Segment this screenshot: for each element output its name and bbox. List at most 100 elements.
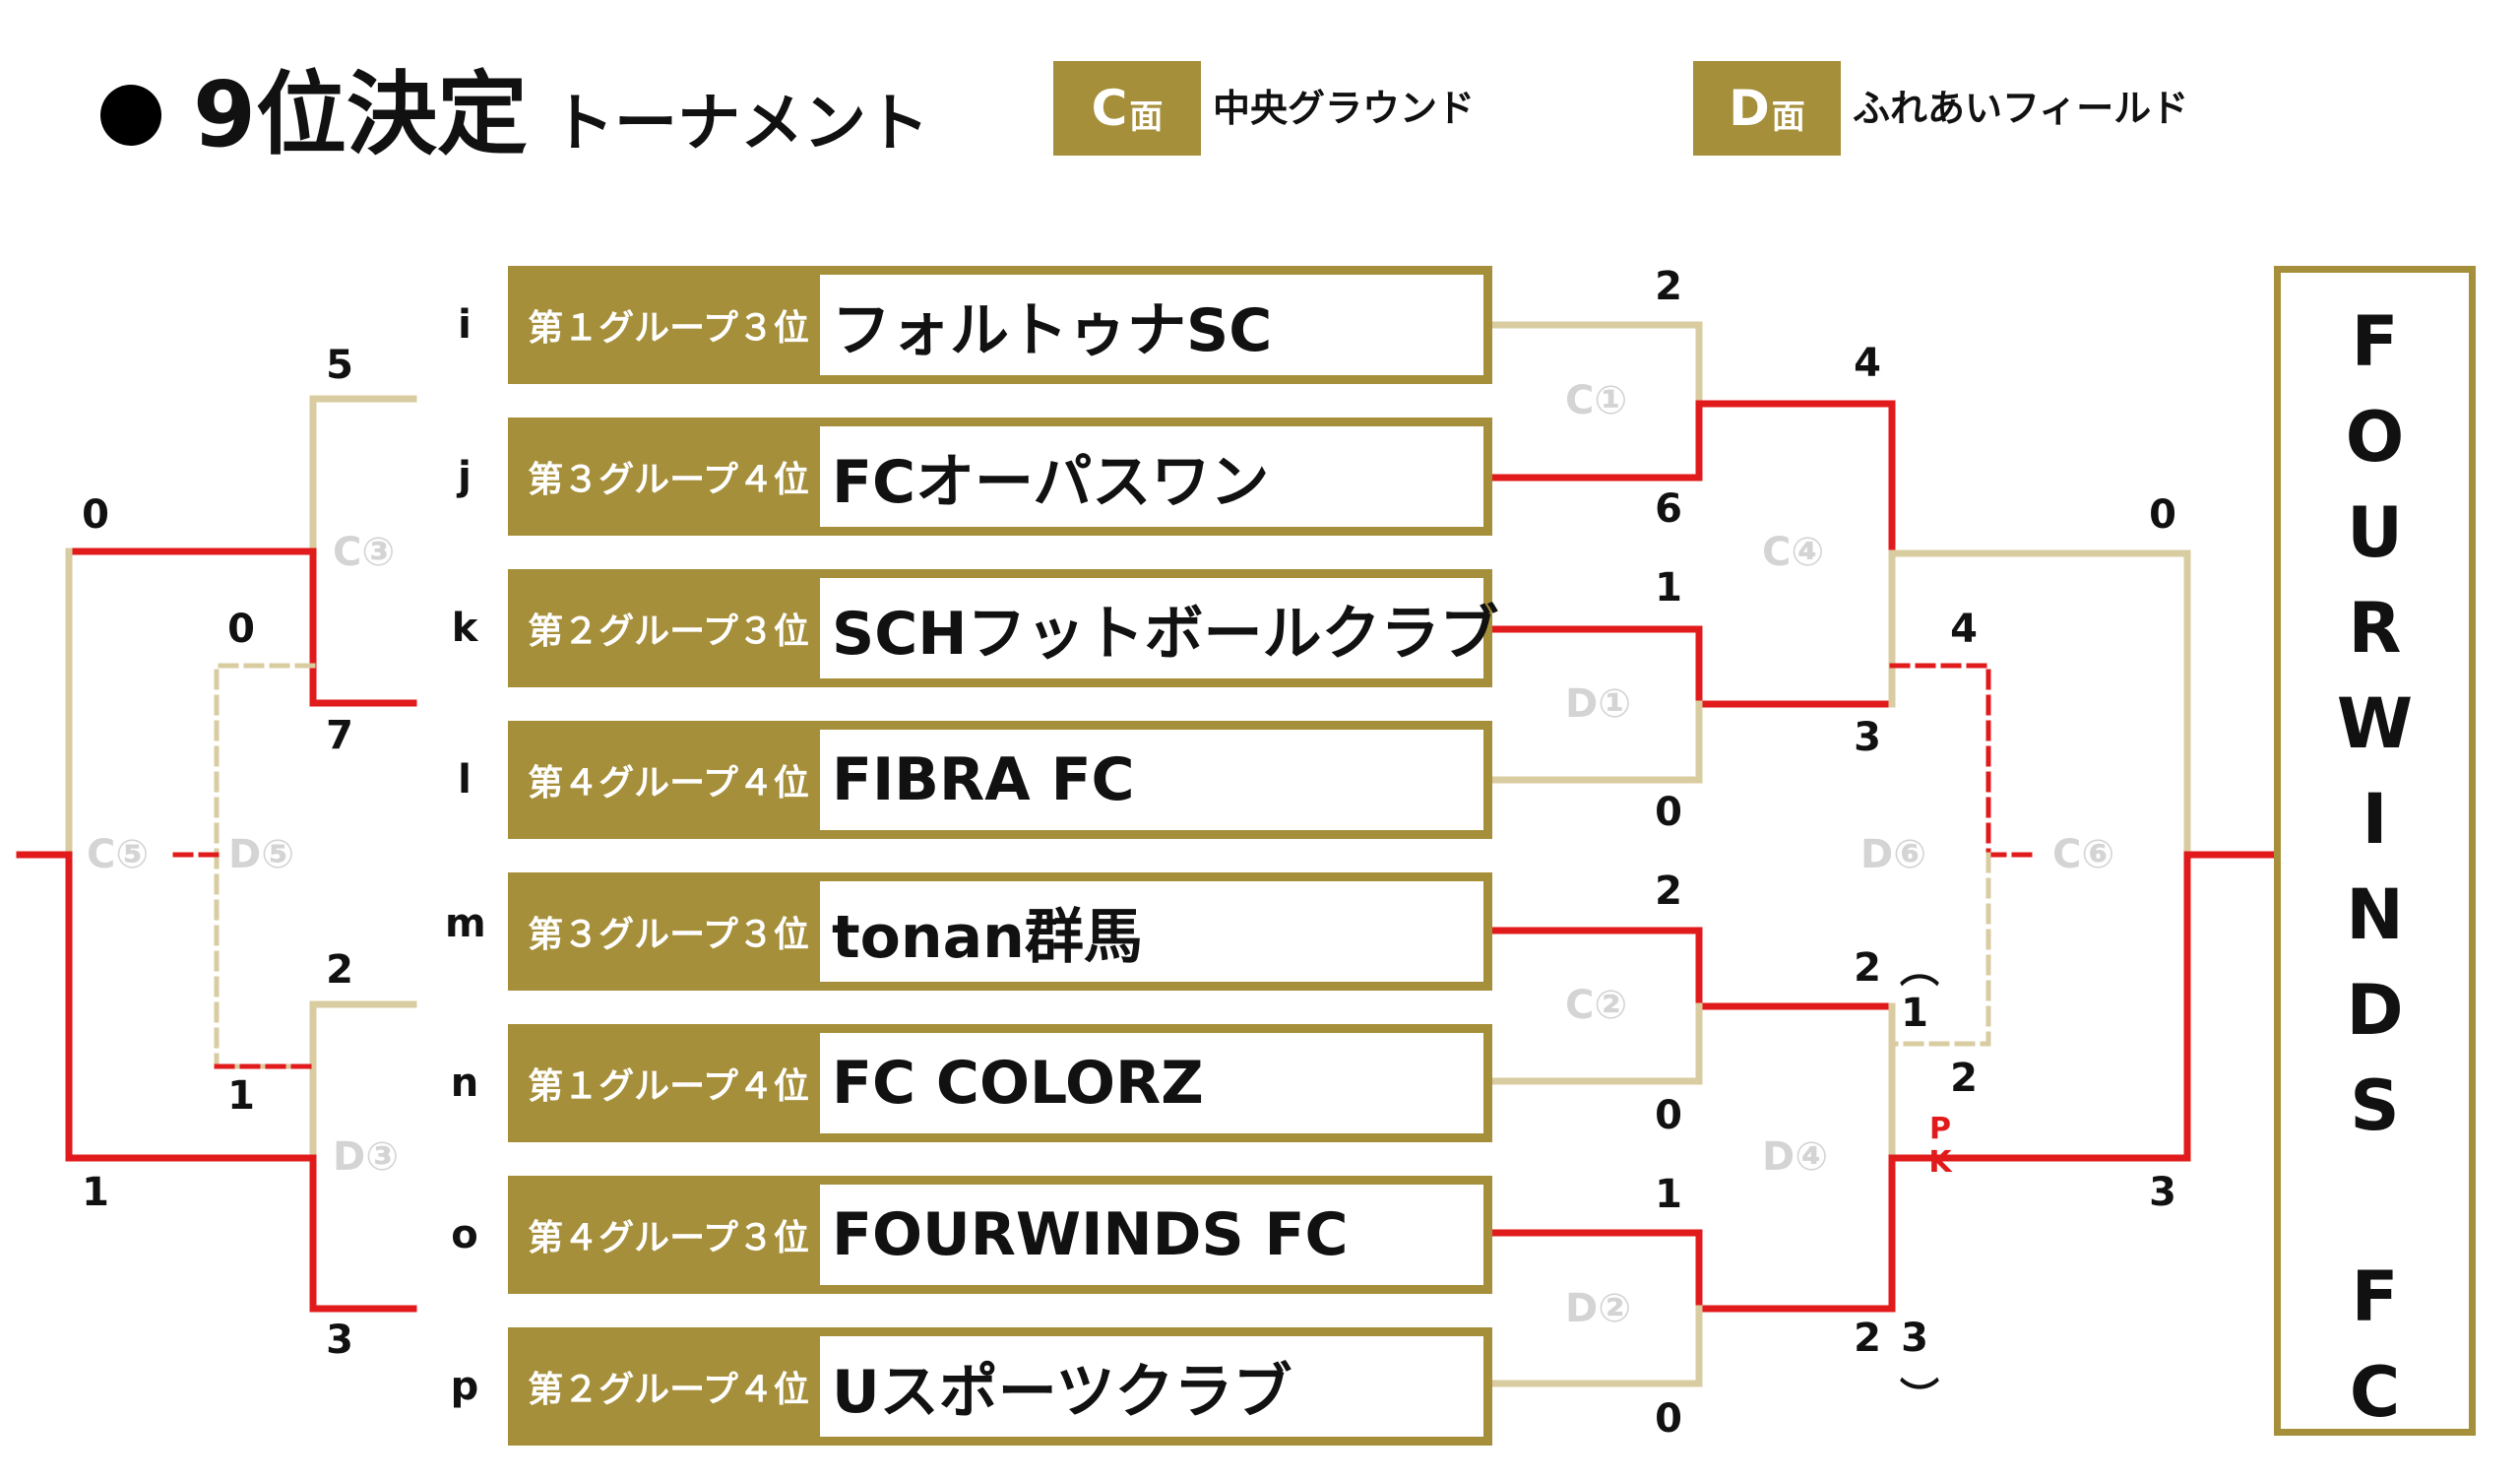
legend-c-suffix: 面 (1129, 97, 1164, 137)
winner-letter: N (2346, 874, 2404, 955)
court-label: C② (1565, 983, 1628, 1028)
court-label: C⑤ (87, 832, 150, 877)
winner-letter: F (2351, 301, 2399, 382)
team-name: FOURWINDS FC (832, 1200, 1349, 1269)
score: 2 (1655, 264, 1682, 309)
score: 2 (326, 947, 353, 993)
score: 3 (2149, 1170, 2176, 1215)
score: 0 (82, 492, 109, 538)
pk-mark: P (1929, 1112, 1951, 1146)
team-name: SCHフットボールクラブ (832, 599, 1499, 669)
team-rank: 第３グループ３位 (517, 881, 820, 982)
team-name: フォルトゥナSC (832, 295, 1273, 365)
court-label: D② (1565, 1286, 1632, 1331)
court-label: C① (1565, 378, 1628, 423)
pk-paren-close: ︶ (1900, 1376, 1939, 1421)
team-letter: l (458, 757, 472, 803)
team-rank: 第４グループ３位 (517, 1185, 820, 1285)
team-rank: 第４グループ４位 (517, 730, 820, 830)
bracket-line (65, 547, 417, 707)
pk-paren-open: ︶ (1900, 942, 1939, 988)
bracket-line (1889, 663, 1991, 858)
team-box: 第１グループ４位 FC COLORZ (508, 1024, 1492, 1142)
team-box: 第３グループ４位 FCオーパスワン (508, 418, 1492, 536)
bracket-line (309, 1000, 417, 1162)
score: 7 (326, 713, 353, 758)
team-box: 第３グループ３位 tonan群馬 (508, 872, 1492, 991)
team-rank: 第１グループ４位 (517, 1033, 820, 1133)
bracket-line (1488, 1229, 1896, 1313)
winner-letter: W (2336, 683, 2414, 764)
team-box: 第２グループ４位 Uスポーツクラブ (508, 1327, 1492, 1446)
team-name: FIBRA FC (832, 745, 1135, 814)
court-label: D④ (1762, 1134, 1829, 1180)
winner-letter: O (2345, 397, 2405, 478)
score: 1 (82, 1170, 109, 1215)
team-letter: p (450, 1364, 479, 1409)
score: 2 (1854, 945, 1881, 991)
bracket-line (1488, 1305, 1703, 1387)
court-label: D⑤ (228, 832, 295, 877)
court-label: D⑥ (1860, 832, 1927, 877)
team-letter: i (458, 302, 472, 348)
bracket-line (1888, 851, 2278, 1162)
bracket-line (1488, 1002, 1703, 1085)
team-letter: n (450, 1061, 479, 1106)
team-box: 第２グループ３位 SCHフットボールクラブ (508, 569, 1498, 687)
team-name: FC COLORZ (832, 1049, 1204, 1118)
score: 4 (1950, 607, 1978, 652)
legend-d-label: ふれあいフィールド (1853, 87, 2189, 130)
score: 1 (227, 1073, 255, 1119)
legend-c-label: 中央グラウンド (1213, 87, 1476, 130)
bracket-line (65, 1154, 417, 1313)
bracket-line (1889, 852, 1991, 1047)
winner-name: F O U R W I N D S F C (2281, 294, 2469, 1441)
court-label: D③ (333, 1134, 400, 1180)
team-rank: 第３グループ４位 (517, 426, 820, 527)
winner-letter: D (2346, 970, 2404, 1051)
score: 2 (1655, 869, 1682, 914)
team-box: 第４グループ４位 FIBRA FC (508, 721, 1492, 839)
page-title: 9位決定 (193, 62, 529, 167)
team-name: FCオーパスワン (832, 447, 1270, 517)
team-letter: o (451, 1212, 478, 1257)
court-label: C⑥ (2052, 832, 2115, 877)
legend-d-suffix: 面 (1771, 97, 1805, 137)
score: 0 (1655, 1093, 1682, 1138)
title-bullet (100, 85, 161, 146)
winner-letter: C (2349, 1352, 2401, 1433)
bracket-line (1888, 549, 2191, 859)
score: 0 (227, 607, 255, 652)
team-rank: 第１グループ３位 (517, 275, 820, 375)
score: 3 (1854, 715, 1881, 760)
score: 0 (1655, 1396, 1682, 1442)
score-pk: 3 (1901, 1316, 1928, 1361)
winner-letter: S (2350, 1065, 2400, 1146)
team-letter: m (445, 901, 486, 946)
page-subtitle: トーナメント (551, 88, 929, 161)
team-box: 第４グループ３位 FOURWINDS FC (508, 1176, 1492, 1294)
score: 0 (2149, 492, 2176, 538)
team-name: tonan群馬 (832, 902, 1143, 972)
team-letter: j (458, 454, 472, 499)
bracket-line (214, 663, 316, 1069)
team-box: 第１グループ３位 フォルトゥナSC (508, 266, 1492, 384)
legend-d-code: D (1729, 80, 1770, 137)
winner-box: F O U R W I N D S F C (2274, 266, 2476, 1436)
score: 3 (326, 1318, 353, 1363)
court-label: C④ (1762, 530, 1825, 575)
bracket-line (1488, 400, 1896, 482)
team-letter: k (451, 606, 478, 651)
score: 6 (1655, 486, 1682, 532)
court-label: D① (1565, 681, 1632, 727)
score: 4 (1854, 341, 1881, 386)
bracket-line (1488, 625, 1896, 708)
winner-letter: I (2362, 779, 2388, 860)
bracket-line (1488, 927, 1896, 1010)
score: 5 (326, 343, 353, 388)
score: 1 (1655, 565, 1682, 611)
score: 1 (1655, 1172, 1682, 1217)
team-name: Uスポーツクラブ (832, 1357, 1292, 1427)
